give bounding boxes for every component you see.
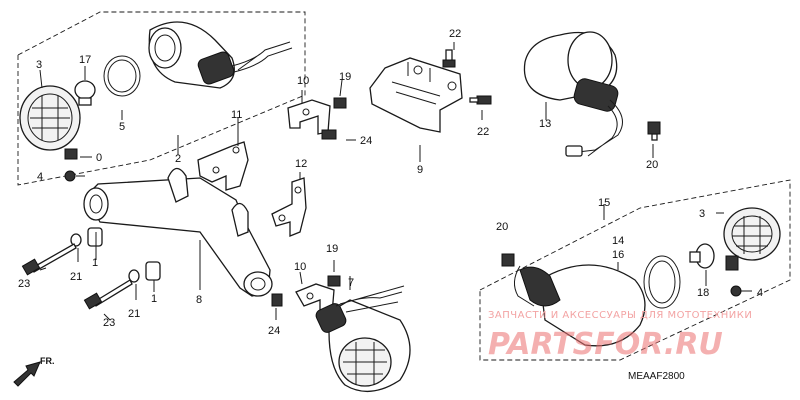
- callout-17: 17: [79, 54, 91, 66]
- group-frame-left: [17, 11, 306, 186]
- callout-22-top: 22: [449, 28, 461, 40]
- callout-9: 9: [417, 164, 423, 176]
- callout-10-top: 10: [297, 75, 309, 87]
- leader-lines: [39, 42, 752, 321]
- bolt-22-mid: [469, 95, 492, 105]
- callout-1-bot: 1: [151, 293, 157, 305]
- nut-19-top: [333, 97, 347, 109]
- left-winker-lens: [19, 85, 81, 151]
- callout-20-right: 20: [646, 159, 658, 171]
- callout-20-mid: 20: [496, 221, 508, 233]
- direction-label: FR.: [40, 356, 55, 366]
- bulb-17: [74, 80, 96, 106]
- callout-21-bot: 21: [128, 308, 140, 320]
- callout-13: 13: [539, 118, 551, 130]
- left-screw-4: [64, 170, 76, 182]
- callout-24-bot: 24: [268, 325, 280, 337]
- watermark-tagline: ЗАПЧАСТИ И АКСЕССУАРЫ ДЛЯ МОТОТЕХНИКИ: [488, 310, 752, 321]
- callout-3-right: 3: [699, 208, 705, 220]
- callout-14: 14: [612, 235, 624, 247]
- stay-8: [83, 167, 273, 297]
- callout-23-top: 23: [18, 278, 30, 290]
- callout-8: 8: [196, 294, 202, 306]
- callout-19-bot: 19: [326, 243, 338, 255]
- callout-24-top: 24: [360, 135, 372, 147]
- leader-lines-left: [76, 156, 92, 177]
- collar-1-top: [87, 227, 103, 247]
- callout-5: 5: [119, 121, 125, 133]
- bolt-20-mid: [501, 253, 515, 267]
- bolt-20-right: [647, 121, 661, 141]
- winker-13: [523, 31, 623, 157]
- callout-10-bot: 10: [294, 261, 306, 273]
- callout-4-left: 4: [37, 171, 43, 183]
- callout-23-bot: 23: [103, 317, 115, 329]
- callout-15: 15: [598, 197, 610, 209]
- bolt-23-bot: [83, 279, 133, 310]
- callout-16: 16: [612, 249, 624, 261]
- left-screw-0: [64, 148, 78, 160]
- diagram-code: MEAAF2800: [628, 371, 685, 382]
- callout-2: 2: [175, 153, 181, 165]
- callout-22-mid: 22: [477, 126, 489, 138]
- bolt-23-top: [21, 243, 77, 276]
- callout-4-right: 4: [757, 287, 763, 299]
- right-winker-lens: [723, 207, 781, 271]
- right-screw-4: [730, 285, 742, 297]
- nut-19-bot: [327, 275, 341, 287]
- washer-21-top: [70, 233, 82, 247]
- callout-19-top: 19: [339, 71, 351, 83]
- callout-0: 0: [96, 152, 102, 164]
- group-frame-right: [479, 179, 791, 361]
- screw-24-bot: [271, 293, 283, 307]
- left-winker-housing: [148, 21, 293, 89]
- gasket-ring-5: [103, 55, 141, 97]
- callout-21-top: 21: [70, 271, 82, 283]
- bracket-10-top: [287, 99, 331, 135]
- gasket-ring-right: [643, 255, 681, 309]
- callout-7: 7: [348, 277, 354, 289]
- callout-12: 12: [295, 158, 307, 170]
- bulb-18: [689, 243, 715, 269]
- callout-18: 18: [697, 287, 709, 299]
- callout-11: 11: [231, 109, 242, 121]
- bracket-12: [271, 177, 307, 237]
- callout-3-left: 3: [36, 59, 42, 71]
- winker-7: [315, 285, 411, 392]
- collar-1-bot: [145, 261, 161, 281]
- bolt-22-top: [442, 49, 456, 68]
- winker-14-16: [514, 264, 646, 347]
- front-direction-arrow: FR.: [13, 356, 55, 387]
- callout-1-top: 1: [92, 257, 98, 269]
- screw-24-top: [321, 129, 337, 140]
- stay-9: [369, 57, 463, 133]
- watermark-brand: PARTSFOR.RU: [488, 327, 723, 362]
- washer-21-bot: [128, 269, 140, 283]
